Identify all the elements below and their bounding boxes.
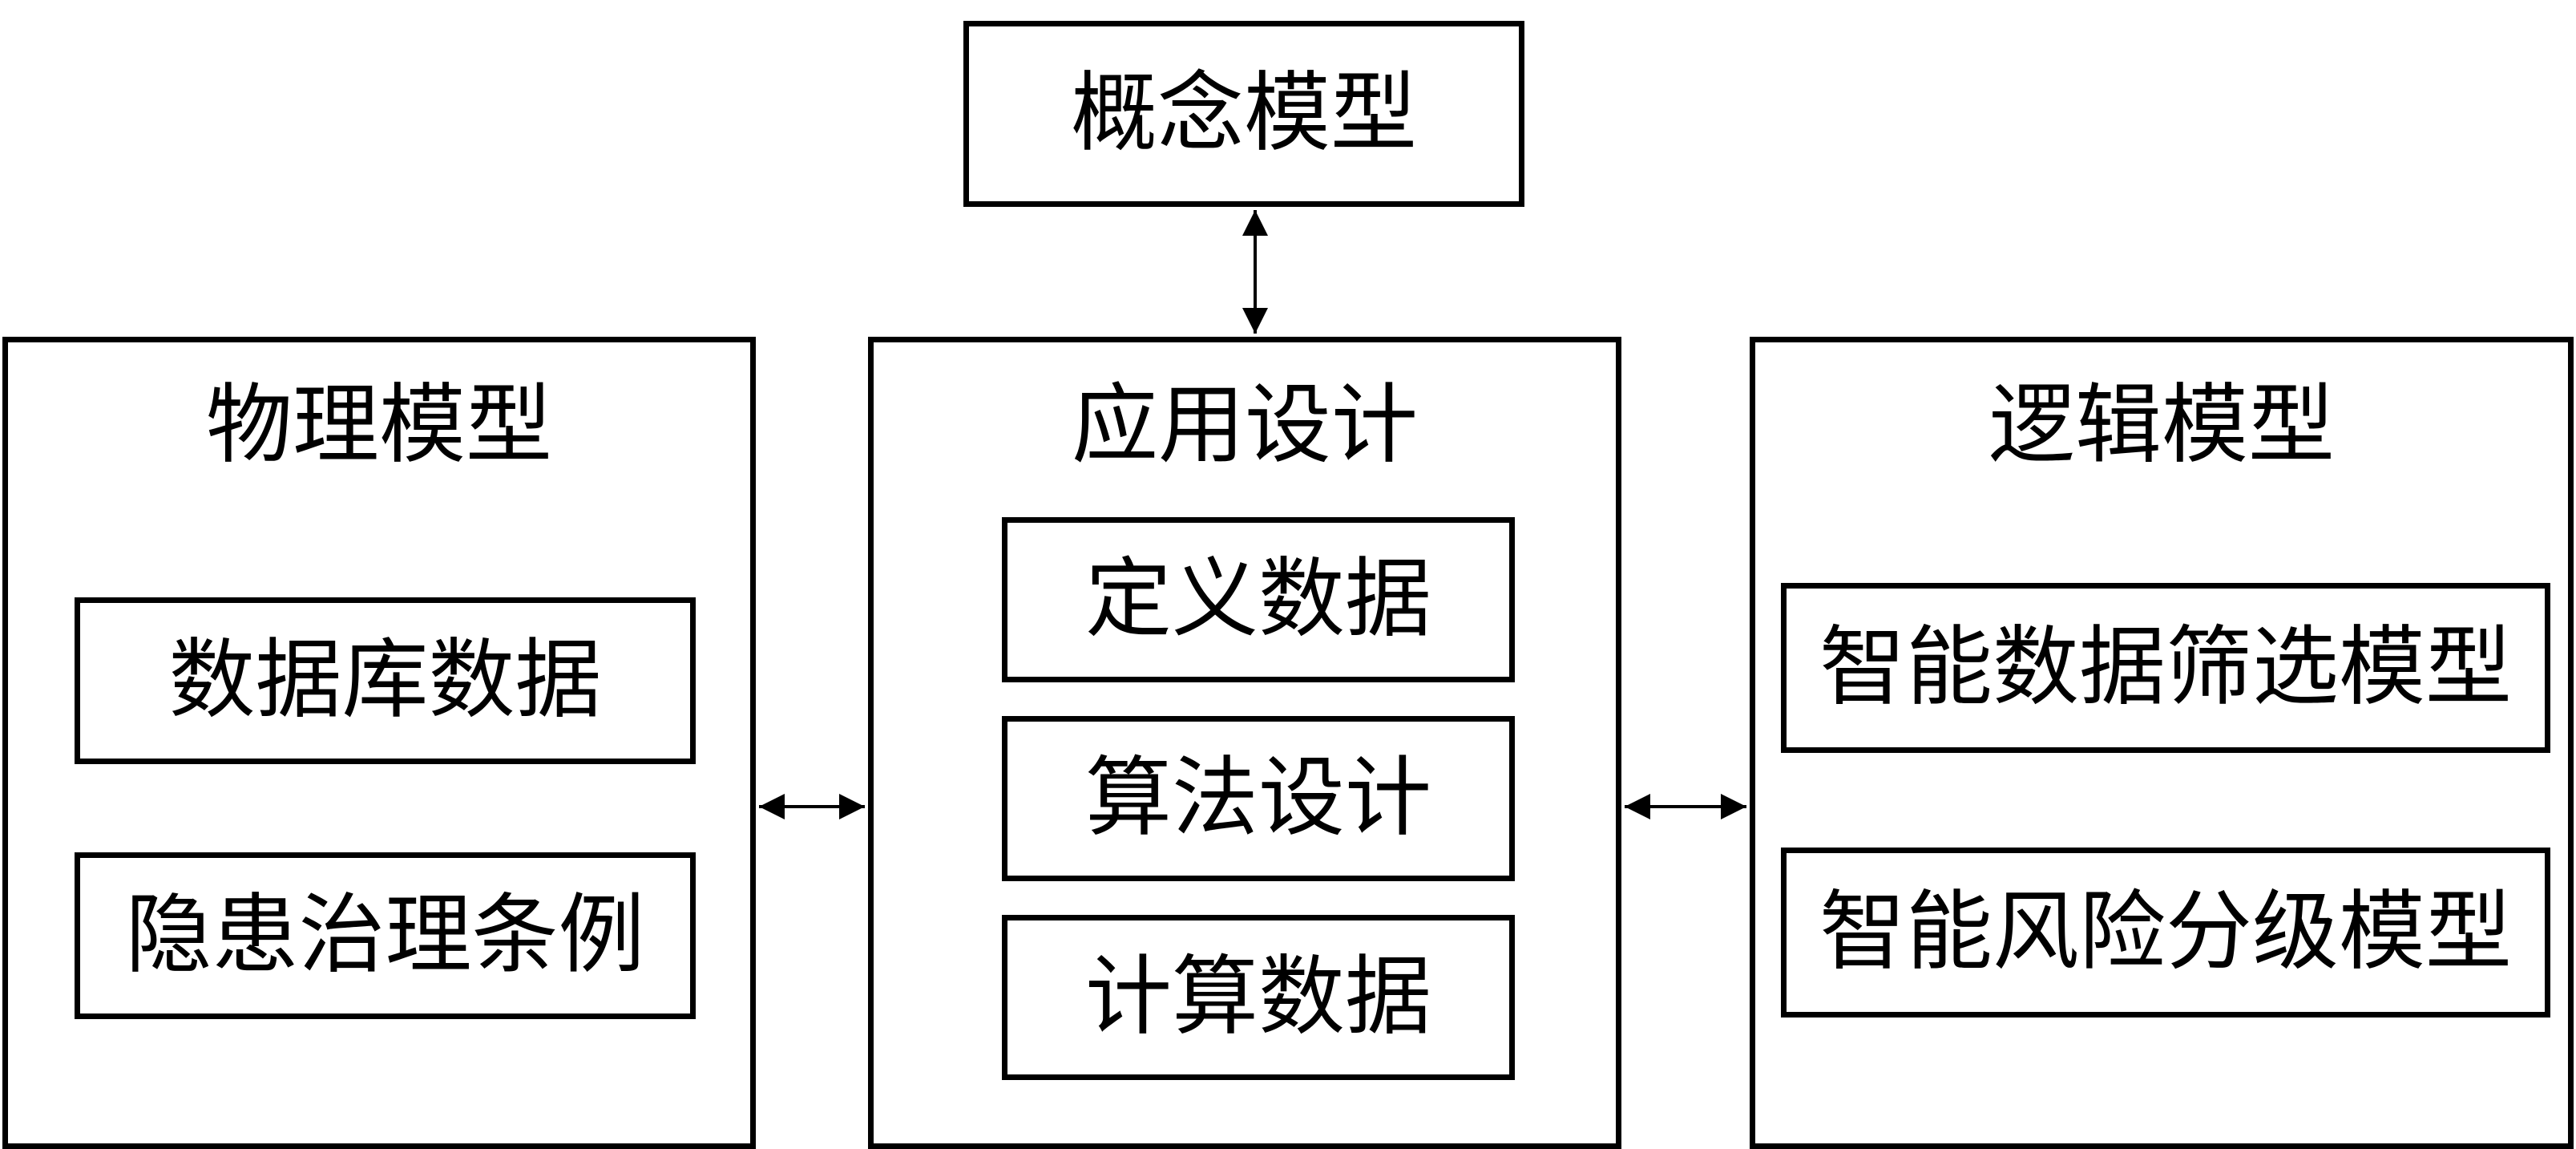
physical-model-title: 物理模型 <box>205 375 552 475</box>
physical-model-item: 数据库数据 <box>75 597 696 764</box>
logical-model-item-label: 智能数据筛选模型 <box>1819 617 2512 718</box>
physical-model-item: 隐患治理条例 <box>75 852 696 1019</box>
application-design-item: 定义数据 <box>1002 517 1515 682</box>
application-design-item: 算法设计 <box>1002 716 1515 881</box>
physical-model-item-label: 数据库数据 <box>168 630 602 730</box>
logical-model-item-label: 智能风险分级模型 <box>1819 882 2512 982</box>
application-design-item-label: 定义数据 <box>1084 549 1431 649</box>
application-design-title: 应用设计 <box>1071 375 1418 475</box>
application-design-item-label: 计算数据 <box>1084 947 1431 1047</box>
physical-model-item-label: 隐患治理条例 <box>125 885 645 985</box>
concept-model-box: 概念模型 <box>963 21 1524 207</box>
logical-model-item: 智能风险分级模型 <box>1781 848 2550 1018</box>
concept-model-title: 概念模型 <box>1070 63 1417 164</box>
logical-model-title: 逻辑模型 <box>1988 375 2335 475</box>
logical-model-panel: 逻辑模型 智能数据筛选模型 智能风险分级模型 <box>1750 337 2574 1149</box>
physical-model-panel: 物理模型 数据库数据 隐患治理条例 <box>2 337 756 1149</box>
application-design-panel: 应用设计 定义数据 算法设计 计算数据 <box>868 337 1621 1149</box>
application-design-item: 计算数据 <box>1002 915 1515 1080</box>
application-design-item-label: 算法设计 <box>1084 748 1431 848</box>
logical-model-item: 智能数据筛选模型 <box>1781 583 2550 753</box>
